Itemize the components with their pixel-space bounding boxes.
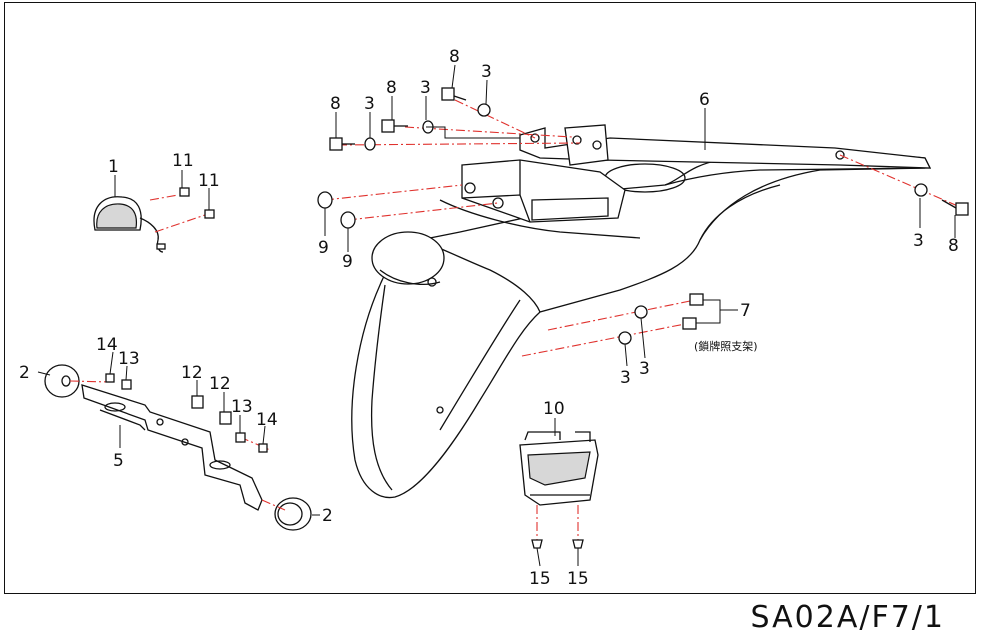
callout-11-a: 11 xyxy=(172,151,194,171)
callout-12-a: 12 xyxy=(181,363,203,383)
callout-5: 5 xyxy=(113,451,124,471)
callout-2-b: 2 xyxy=(322,506,333,526)
tail-reflector-part-1 xyxy=(93,196,166,253)
license-bracket-part-5 xyxy=(81,384,263,511)
callout-2-a: 2 xyxy=(19,363,30,383)
callout-1: 1 xyxy=(108,157,119,177)
callout-9-b: 9 xyxy=(342,252,353,272)
assembly-guide-lines xyxy=(69,99,961,540)
drawing-code: SA02A/F7/1 xyxy=(750,600,945,635)
fender-upper-bracket xyxy=(461,159,626,223)
callout-11-b: 11 xyxy=(198,171,220,191)
callout-10: 10 xyxy=(543,399,565,419)
drawing-frame xyxy=(4,2,976,594)
callout-9-a: 9 xyxy=(318,238,329,258)
fender-stay xyxy=(519,124,932,169)
license-light-part-10 xyxy=(519,431,599,506)
plate-bracket-note: (鎖牌照支架) xyxy=(694,339,758,353)
callout-8-c: 8 xyxy=(449,47,460,67)
callout-3-b: 3 xyxy=(420,78,431,98)
callout-8-b: 8 xyxy=(386,78,397,98)
callout-3-c: 3 xyxy=(481,62,492,82)
callout-6: 6 xyxy=(699,90,710,110)
callout-15-a: 15 xyxy=(529,569,551,589)
leader-lines xyxy=(37,64,956,567)
callout-13-b: 13 xyxy=(231,397,253,417)
callout-3-d: 3 xyxy=(913,231,924,251)
callout-8-d: 8 xyxy=(948,236,959,256)
callout-3-a: 3 xyxy=(364,94,375,114)
callout-8-a: 8 xyxy=(330,94,341,114)
callout-labels: 1 11 11 8 3 8 3 8 3 6 3 8 9 9 7 (鎖牌照支架) … xyxy=(19,47,959,589)
callout-14-a: 14 xyxy=(96,335,118,355)
callout-15-b: 15 xyxy=(567,569,589,589)
rear-fender xyxy=(351,149,932,499)
callout-7: 7 xyxy=(740,301,751,321)
callout-3-f: 3 xyxy=(639,359,650,379)
callout-12-b: 12 xyxy=(209,374,231,394)
callout-3-e: 3 xyxy=(620,368,631,388)
callout-13-a: 13 xyxy=(118,349,140,369)
callout-14-b: 14 xyxy=(256,410,278,430)
reflector-disc-part-2-right xyxy=(274,497,312,531)
